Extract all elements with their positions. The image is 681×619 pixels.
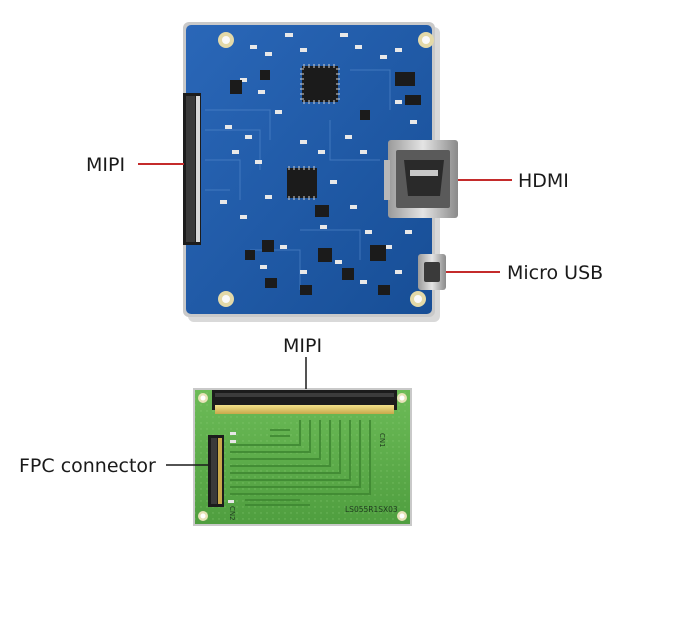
mounting-holes: [218, 32, 434, 307]
pcb-traces: [205, 69, 391, 290]
fpc-connector-label: FPC connector: [19, 455, 156, 477]
smd-components: [220, 33, 417, 284]
micro-usb-label: Micro USB: [507, 262, 603, 284]
ic-pins: [288, 64, 340, 200]
mipi-connector-adapter: [212, 390, 397, 414]
mipi-bottom-label: MIPI: [283, 335, 322, 357]
adapter-board: [193, 388, 412, 526]
hdmi-port: [384, 140, 458, 218]
fpc-connector: [208, 435, 224, 507]
driver-board: [183, 22, 458, 322]
mipi-connector-driver: [183, 93, 201, 245]
callouts: MIPI HDMI Micro USB MIPI FPC connector: [19, 154, 603, 477]
adapter-traces: [230, 420, 371, 506]
micro-usb-port: [418, 254, 446, 290]
cn2-silkscreen: CN2: [228, 506, 236, 521]
mipi-top-label: MIPI: [86, 154, 125, 176]
ic-chips: [230, 66, 421, 295]
hdmi-label: HDMI: [518, 170, 569, 192]
cn1-silkscreen: CN1: [378, 433, 386, 448]
adapter-smd: [228, 432, 236, 503]
part-number-silkscreen: LS055R1SX03: [345, 505, 398, 514]
adapter-mounting-holes: [198, 393, 407, 521]
